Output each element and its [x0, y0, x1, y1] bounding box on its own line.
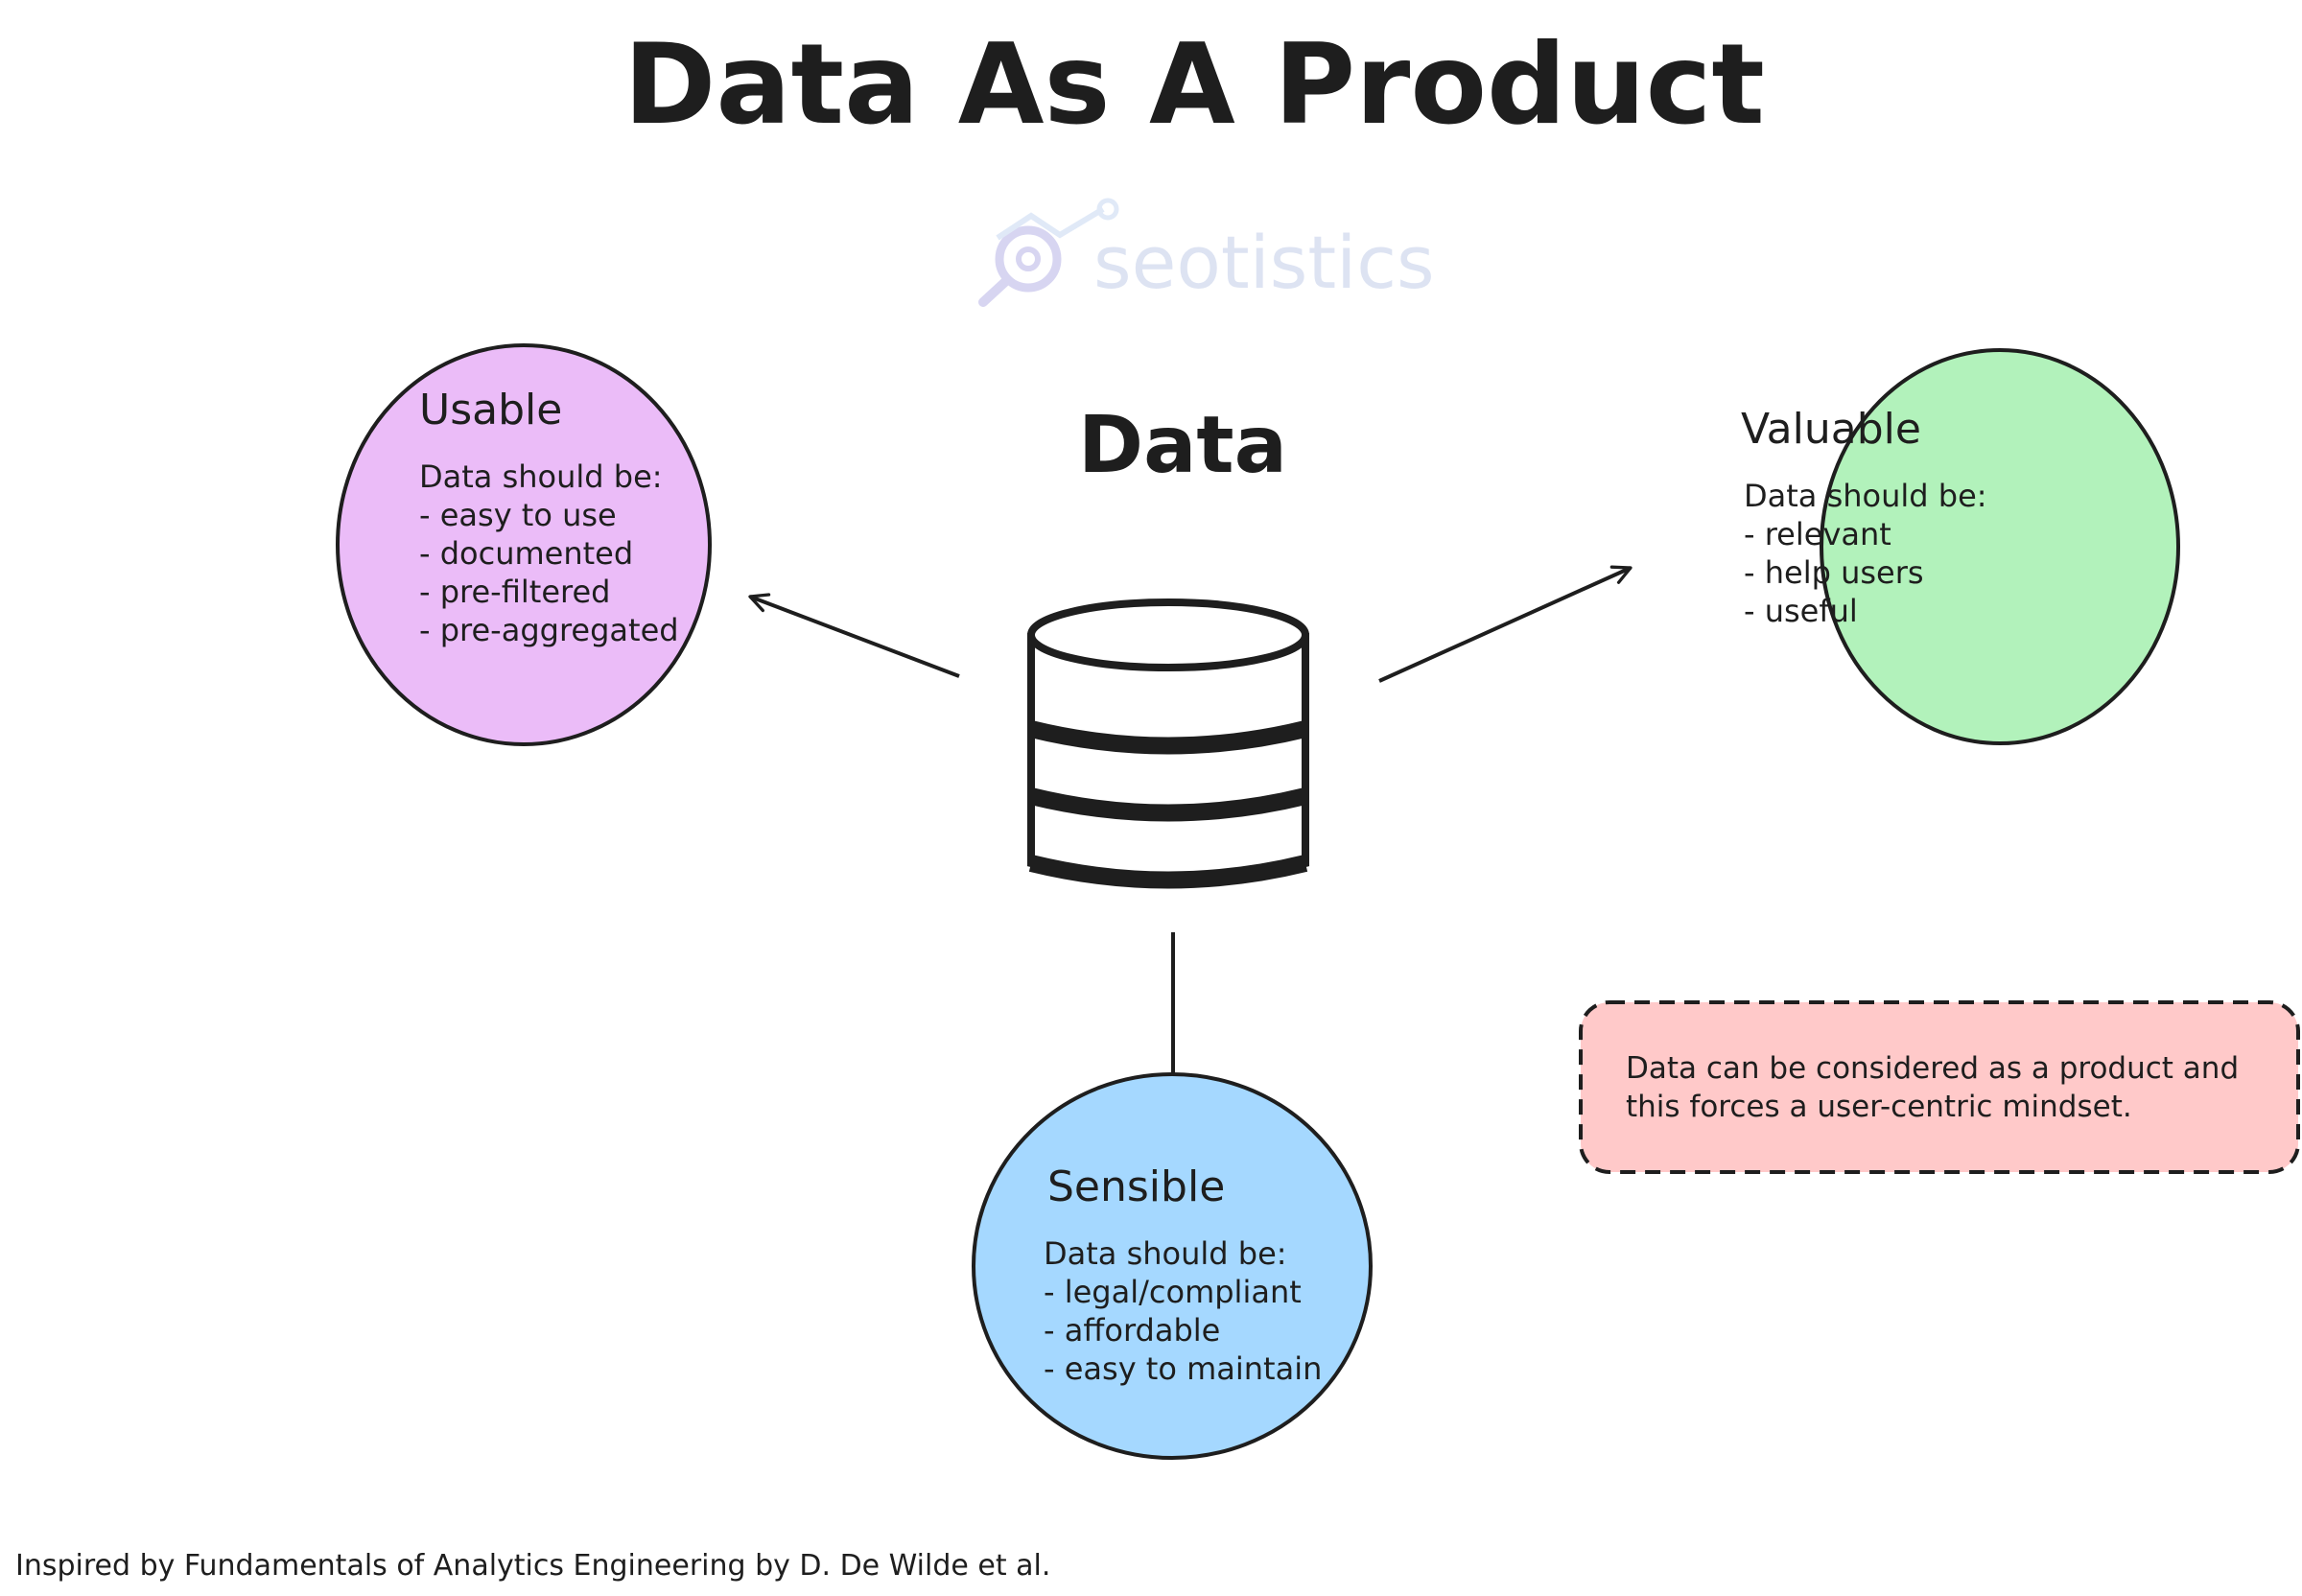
watermark-text: seotistics: [1093, 220, 1435, 305]
node-sensible: Sensible Data should be: - legal/complia…: [972, 1072, 1373, 1460]
node-sensible-heading: Sensible: [1047, 1162, 1225, 1211]
node-usable-heading: Usable: [419, 386, 562, 434]
node-usable-item: - pre-filtered: [419, 574, 610, 610]
page-title: Data As A Product: [623, 20, 1765, 150]
node-valuable: Valuable Data should be: - relevant - he…: [1741, 348, 2180, 745]
magnifier-chart-icon: [978, 198, 1119, 307]
node-valuable-heading: Valuable: [1741, 405, 1921, 454]
arrow-to-usable: [748, 593, 960, 678]
node-usable-circle: [336, 343, 712, 746]
node-sensible-circle: [972, 1072, 1373, 1460]
node-sensible-intro: Data should be:: [1044, 1235, 1287, 1272]
node-usable-item: - documented: [419, 535, 633, 572]
node-sensible-item: - easy to maintain: [1044, 1350, 1322, 1387]
node-usable-item: - pre-aggregated: [419, 612, 679, 648]
node-usable-intro: Data should be:: [419, 458, 663, 495]
center-label: Data: [1078, 400, 1287, 491]
note-box-rect: [1579, 1000, 2300, 1174]
node-usable-item: - easy to use: [419, 497, 617, 533]
node-valuable-circle: [1820, 348, 2180, 745]
footer-credit: Inspired by Fundamentals of Analytics En…: [15, 1549, 1050, 1583]
watermark-logo: seotistics: [978, 198, 1435, 307]
note-box: Data can be considered as a product and …: [1579, 1000, 2300, 1174]
database-icon: [1027, 598, 1309, 889]
arrow-to-valuable: [1378, 565, 1633, 683]
note-line: this forces a user-centric mindset.: [1626, 1090, 2132, 1124]
node-valuable-item: - relevant: [1744, 516, 1891, 552]
node-valuable-item: - useful: [1744, 593, 1858, 629]
node-sensible-item: - affordable: [1044, 1312, 1220, 1349]
note-line: Data can be considered as a product and: [1626, 1051, 2239, 1086]
node-usable: Usable Data should be: - easy to use - d…: [336, 343, 712, 746]
node-sensible-item: - legal/compliant: [1044, 1274, 1302, 1310]
node-valuable-intro: Data should be:: [1744, 478, 1987, 514]
node-valuable-item: - help users: [1744, 554, 1924, 591]
